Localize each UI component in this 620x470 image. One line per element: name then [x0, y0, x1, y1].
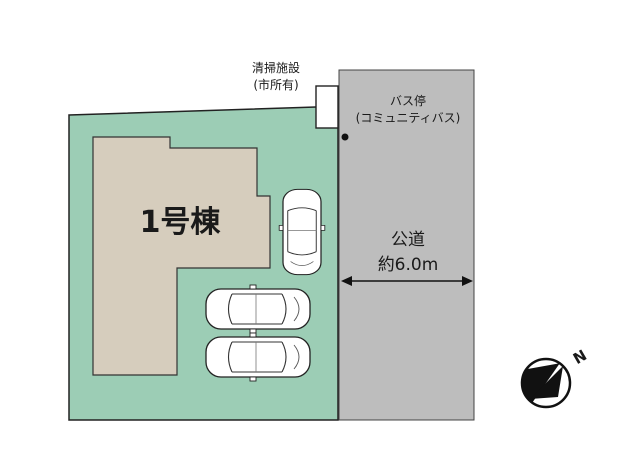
- bus-stop-label-line1: バス停: [390, 93, 426, 108]
- bus-stop-label-line2: (コミュニティバス): [356, 111, 461, 125]
- car-icon: [205, 332, 311, 382]
- road-width-dimension-arrow: [341, 276, 473, 286]
- building-1-label: 1号棟: [140, 205, 222, 240]
- compass-north-letter: N: [570, 346, 590, 368]
- public-road: [338, 69, 475, 421]
- facility-label-line1: 清掃施設: [252, 60, 300, 75]
- bus-stop-marker: [341, 133, 349, 141]
- car-icon: [278, 188, 326, 276]
- road-label: 公道: [391, 230, 425, 250]
- facility-label-line2: (市所有): [253, 77, 298, 92]
- cleaning-facility: [315, 85, 339, 129]
- car-icon: [205, 284, 311, 334]
- compass-icon: N: [520, 346, 590, 409]
- road-width-label: 約6.0m: [378, 255, 439, 275]
- building-1-footprint: [92, 136, 271, 376]
